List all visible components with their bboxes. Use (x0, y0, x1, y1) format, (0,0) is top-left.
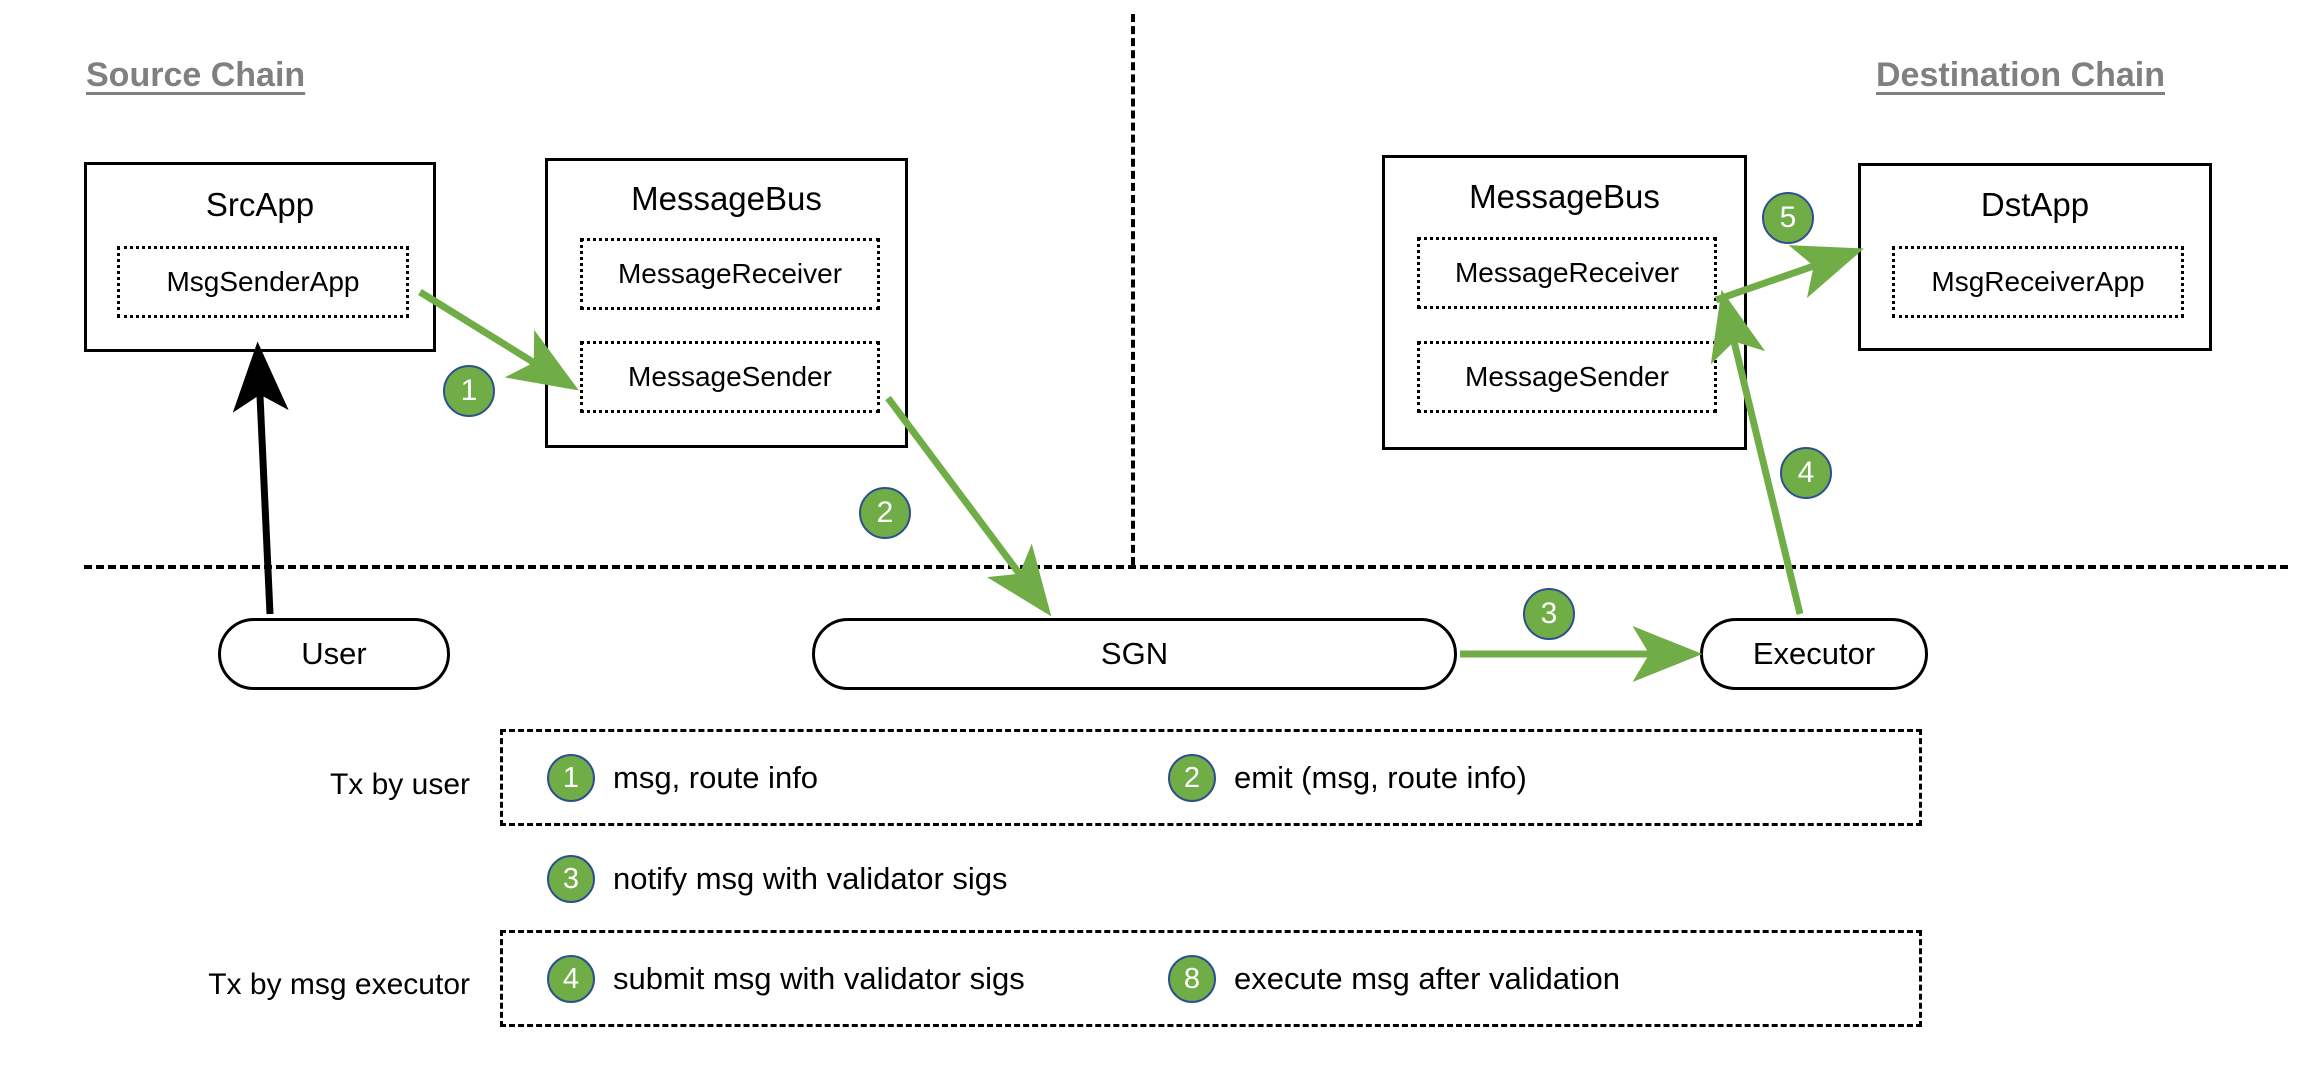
flow-badge-2: 2 (859, 487, 911, 539)
arrow-2-messagesender-to-sgn (885, 395, 1052, 617)
dst-message-bus-messagesender[interactable]: MessageSender (1417, 341, 1717, 413)
legend-text-2: emit (msg, route info) (1234, 760, 1527, 795)
flow-badge-5: 5 (1762, 192, 1814, 244)
legend-box-tx-by-msg-executor (500, 930, 1922, 1027)
legend-badge-8: 8 (1168, 955, 1216, 1003)
onchain-offchain-separator-horizontal (84, 565, 2288, 569)
src-app-title: SrcApp (205, 186, 315, 223)
legend-box-tx-by-user (500, 729, 1922, 826)
dst-app-msgreceiverapp[interactable]: MsgReceiverApp (1892, 246, 2184, 318)
legend-item-2: 2 emit (msg, route info) (1168, 754, 1527, 802)
legend-item-1: 1 msg, route info (547, 754, 818, 802)
flow-badge-1: 1 (443, 365, 495, 417)
src-message-bus-messagereceiver[interactable]: MessageReceiver (580, 238, 880, 310)
legend-badge-2: 2 (1168, 754, 1216, 802)
legend-text-3: notify msg with validator sigs (613, 861, 1008, 896)
src-message-bus-title: MessageBus (631, 180, 822, 217)
src-app-box[interactable]: SrcApp MsgSenderApp (84, 162, 436, 352)
legend-badge-4: 4 (547, 955, 595, 1003)
dst-message-bus-title: MessageBus (1469, 178, 1660, 215)
legend-text-1: msg, route info (613, 760, 819, 795)
legend-item-8: 8 execute msg after validation (1168, 955, 1620, 1003)
dst-message-bus-box[interactable]: MessageBus MessageReceiver MessageSender (1382, 155, 1747, 450)
flow-badge-4: 4 (1780, 447, 1832, 499)
executor-node[interactable]: Executor (1700, 618, 1928, 690)
legend-text-8: execute msg after validation (1234, 961, 1620, 996)
dst-app-box[interactable]: DstApp MsgReceiverApp (1858, 163, 2212, 351)
chain-separator-vertical (1131, 14, 1135, 565)
src-message-bus-messagesender[interactable]: MessageSender (580, 341, 880, 413)
flow-badge-3: 3 (1523, 588, 1575, 640)
legend-badge-3: 3 (547, 855, 595, 903)
destination-chain-title: Destination Chain (1876, 56, 2166, 94)
legend-label-tx-by-user: Tx by user (329, 768, 470, 801)
user-node[interactable]: User (218, 618, 450, 690)
legend-label-tx-by-msg-executor: Tx by msg executor (208, 968, 470, 1001)
legend-item-3: 3 notify msg with validator sigs (547, 855, 1008, 903)
source-chain-title: Source Chain (86, 56, 306, 94)
dst-app-title: DstApp (1980, 186, 2090, 223)
legend-text-4: submit msg with validator sigs (613, 961, 1025, 996)
sgn-node[interactable]: SGN (812, 618, 1457, 690)
arrow-user-to-srcapp (232, 341, 289, 615)
src-app-msgsenderapp[interactable]: MsgSenderApp (117, 246, 409, 318)
legend-item-4: 4 submit msg with validator sigs (547, 955, 1025, 1003)
dst-message-bus-messagereceiver[interactable]: MessageReceiver (1417, 237, 1717, 309)
src-message-bus-box[interactable]: MessageBus MessageReceiver MessageSender (545, 158, 908, 448)
legend-badge-1: 1 (547, 754, 595, 802)
